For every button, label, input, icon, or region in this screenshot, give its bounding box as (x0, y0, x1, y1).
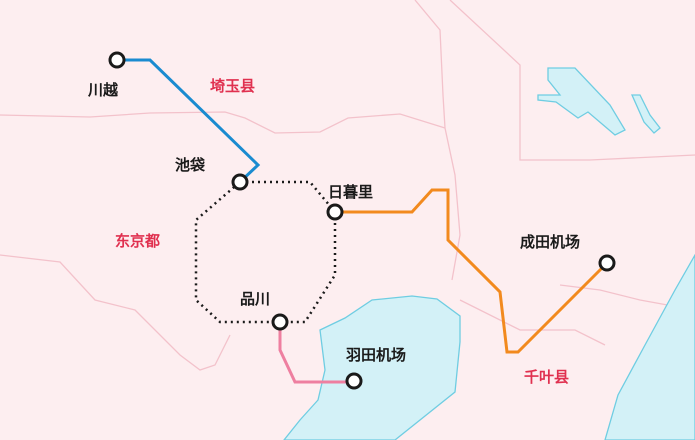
label-kawagoe: 川越 (87, 81, 119, 99)
label-ikebukuro: 池袋 (175, 156, 206, 174)
tokyo-bay (283, 295, 461, 440)
pacific-ocean (604, 253, 695, 440)
label-shinagawa: 品川 (240, 290, 270, 308)
small-lake (630, 94, 661, 134)
west-border (0, 254, 231, 371)
south-border (459, 299, 606, 346)
label-chiba: 千叶县 (524, 368, 569, 386)
station-narita[interactable] (598, 254, 616, 272)
inbanuma-lake (537, 67, 626, 136)
station-ikebukuro[interactable] (231, 173, 249, 191)
station-kawagoe[interactable] (108, 51, 126, 69)
label-saitama: 埼玉县 (210, 77, 255, 95)
narita-line (335, 188, 609, 354)
saitama-tokyo-border (0, 111, 446, 134)
label-haneda: 羽田机场 (346, 346, 406, 364)
kawagoe-line (117, 58, 261, 184)
label-narita: 成田机场 (520, 233, 580, 251)
haneda-line (278, 322, 354, 384)
northeast-border-2 (449, 0, 695, 161)
station-nippori[interactable] (326, 203, 344, 221)
water-bodies (283, 67, 695, 440)
label-nippori: 日暮里 (328, 183, 373, 201)
northeast-border (414, 0, 461, 281)
station-haneda[interactable] (345, 372, 363, 390)
label-tokyo: 东京都 (115, 232, 160, 250)
station-shinagawa[interactable] (271, 313, 289, 331)
prefecture-borders (0, 0, 695, 371)
stations (108, 51, 616, 390)
